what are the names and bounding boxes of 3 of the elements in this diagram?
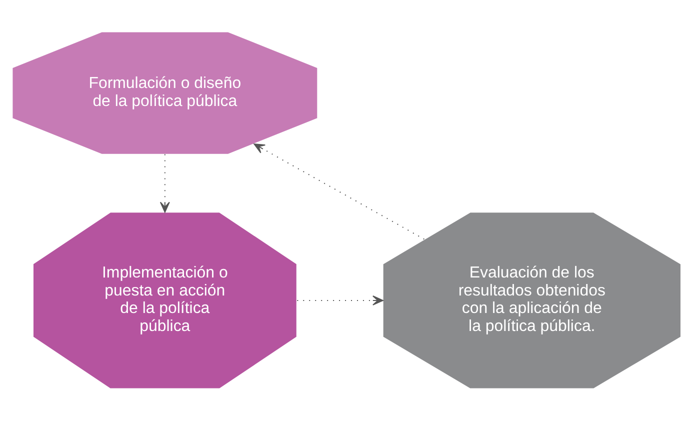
arrow	[160, 154, 170, 213]
arrow	[296, 296, 384, 306]
arrow	[254, 144, 425, 240]
